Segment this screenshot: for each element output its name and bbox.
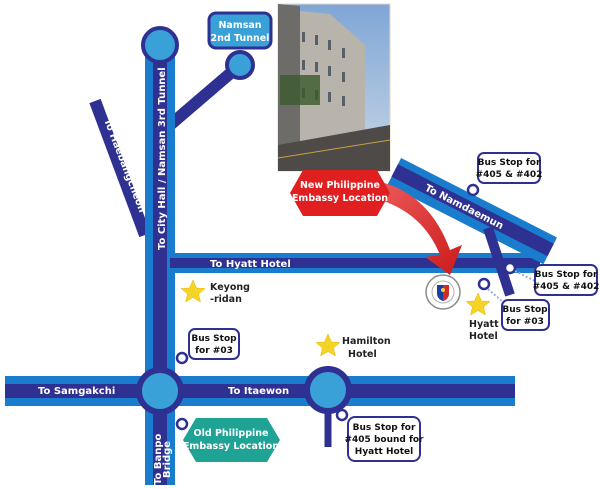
embassy-seal-icon bbox=[425, 274, 461, 310]
svg-text:Bus Stop: Bus Stop bbox=[502, 305, 548, 315]
landmark-keyongridan: Keyong -ridan bbox=[180, 279, 250, 305]
old-location-label: Old Philippine Embassy Location bbox=[183, 418, 280, 462]
svg-text:#405 bound for: #405 bound for bbox=[344, 435, 424, 445]
svg-text:#405 & #402: #405 & #402 bbox=[476, 170, 543, 180]
landmark-hyatt: Hyatt Hotel bbox=[465, 292, 499, 342]
svg-text:#405 & #402: #405 & #402 bbox=[533, 282, 600, 292]
star-icon bbox=[315, 333, 341, 357]
star-icon bbox=[465, 292, 491, 316]
tunnel-node bbox=[225, 50, 255, 80]
intersection-node-hamilton bbox=[304, 366, 352, 414]
road-label-banpo-1: To Banpo bbox=[153, 434, 164, 485]
star-icon bbox=[180, 279, 206, 303]
road-label-city-hall: To City Hall / Namsan 3rd Tunnel bbox=[157, 67, 168, 250]
embassy-photo bbox=[277, 3, 391, 172]
road-label-samgakchi: To Samgakchi bbox=[38, 386, 115, 397]
svg-text:for #03: for #03 bbox=[506, 317, 544, 327]
new-location-label: New Philippine Embassy Location bbox=[290, 170, 390, 216]
bus-stop-right-03: Bus Stop for #03 bbox=[477, 277, 550, 331]
old-location-line1: Old Philippine bbox=[194, 428, 269, 439]
svg-text:Bus Stop for: Bus Stop for bbox=[353, 423, 416, 433]
road-namsan-2nd-tunnel bbox=[166, 50, 255, 130]
svg-text:for #03: for #03 bbox=[195, 346, 233, 356]
tunnel-label-line2: 2nd Tunnel bbox=[211, 33, 270, 44]
hyatt-line1: Hyatt bbox=[469, 319, 499, 330]
city-hall-node bbox=[141, 26, 179, 64]
bus-stop-namdaemun: Bus Stop for #405 & #402 bbox=[466, 152, 543, 197]
bus-stop-keyong-03: Bus Stop for #03 bbox=[175, 328, 240, 365]
new-location-line1: New Philippine bbox=[300, 180, 380, 191]
road-label-hyatt: To Hyatt Hotel bbox=[210, 259, 291, 270]
bus-stop-hamilton-405: Bus Stop for #405 bound for Hyatt Hotel bbox=[335, 408, 424, 462]
keyongridan-line2: -ridan bbox=[210, 294, 242, 305]
road-label-itaewon: To Itaewon bbox=[228, 386, 289, 397]
new-location-line2: Embassy Location bbox=[292, 193, 388, 204]
road-label-banpo-2: Bridge bbox=[162, 441, 173, 478]
bus-stop-old-embassy bbox=[175, 417, 189, 431]
road-hyatt-hotel: To Hyatt Hotel bbox=[170, 253, 540, 273]
road-label-haebangcheon: To Haebangcheon bbox=[101, 117, 147, 214]
road-namdaemun: To Namdaemun bbox=[387, 158, 558, 265]
tunnel-label: Namsan 2nd Tunnel bbox=[207, 11, 273, 50]
landmark-hamilton: Hamilton Hotel bbox=[315, 333, 391, 360]
bus-stop-right-405-402: Bus Stop for #405 & #402 bbox=[503, 261, 600, 296]
hamilton-line1: Hamilton bbox=[342, 336, 391, 347]
old-location-line2: Embassy Location bbox=[183, 441, 279, 452]
hamilton-line2: Hotel bbox=[348, 349, 377, 360]
svg-text:Bus Stop for: Bus Stop for bbox=[478, 158, 541, 168]
keyongridan-line1: Keyong bbox=[210, 282, 250, 293]
svg-text:Hyatt Hotel: Hyatt Hotel bbox=[355, 447, 413, 457]
intersection-node-samgakchi bbox=[136, 367, 184, 415]
road-city-hall: To City Hall / Namsan 3rd Tunnel To Banp… bbox=[141, 26, 179, 485]
tunnel-label-line1: Namsan bbox=[218, 20, 261, 31]
road-hyatt-branch bbox=[483, 226, 515, 297]
hyatt-line2: Hotel bbox=[469, 331, 498, 342]
road-samgakchi-itaewon: To Samgakchi To Itaewon bbox=[5, 376, 515, 406]
road-haebangcheon: To Haebangcheon bbox=[89, 98, 151, 238]
svg-text:Bus Stop: Bus Stop bbox=[191, 334, 237, 344]
svg-text:Bus Stop for: Bus Stop for bbox=[535, 270, 598, 280]
